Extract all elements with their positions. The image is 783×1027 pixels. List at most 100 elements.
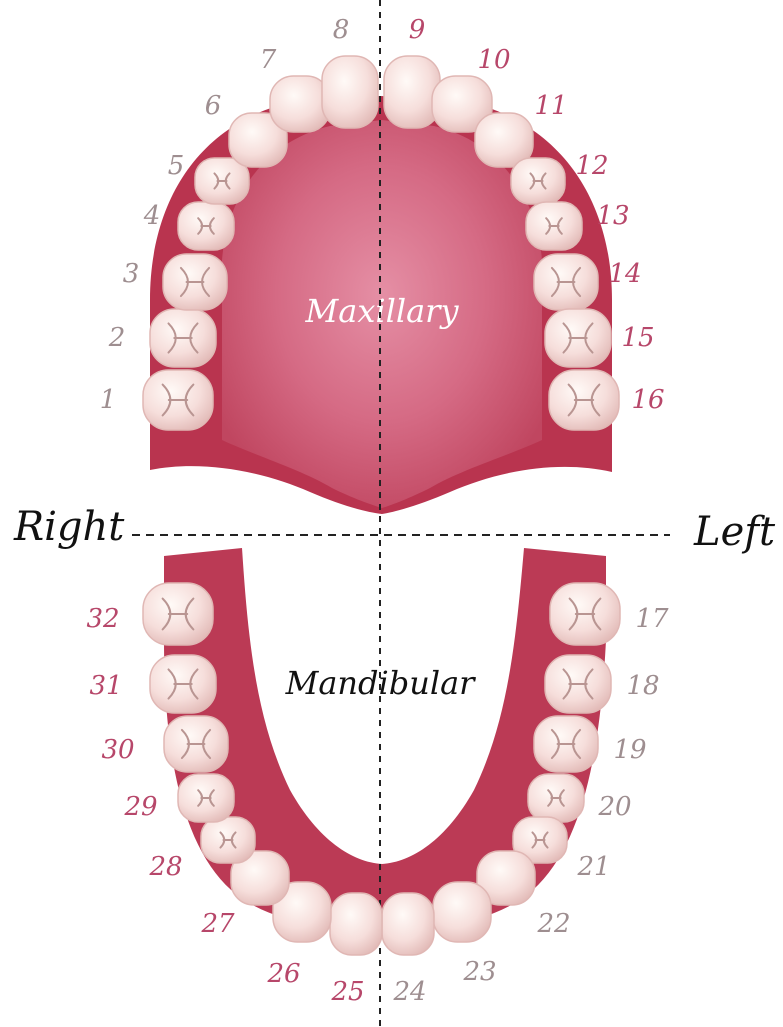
tooth-groove	[547, 789, 565, 807]
tooth-21	[512, 816, 568, 864]
tooth-number-9: 9	[409, 15, 426, 45]
tooth-28	[200, 816, 256, 864]
tooth-groove	[545, 217, 563, 235]
teeth	[142, 55, 621, 956]
tooth-groove	[567, 383, 601, 417]
tooth-number-16: 16	[631, 385, 664, 415]
tooth-number-25: 25	[330, 977, 364, 1007]
tooth-23	[432, 881, 492, 943]
incisor-icon	[432, 881, 492, 943]
tooth-29	[177, 773, 235, 823]
tooth-number-7: 7	[260, 45, 277, 75]
tooth-number-21: 21	[576, 852, 610, 882]
tooth-18	[544, 654, 612, 714]
maxillary-label: Maxillary	[304, 292, 459, 330]
tooth-3	[162, 253, 228, 311]
tooth-24	[381, 892, 435, 956]
tooth-number-1: 1	[100, 385, 117, 415]
tooth-number-12: 12	[575, 151, 608, 181]
mandibular-gum	[164, 548, 606, 930]
tooth-30	[163, 715, 229, 773]
tooth-number-4: 4	[143, 201, 161, 231]
tooth-number-2: 2	[108, 323, 126, 353]
tooth-groove	[197, 217, 215, 235]
tooth-22	[476, 850, 536, 906]
tooth-number-24: 24	[392, 977, 426, 1007]
tooth-11	[474, 112, 534, 168]
tooth-number-26: 26	[266, 959, 300, 989]
tooth-15	[544, 308, 612, 368]
incisor-icon	[272, 881, 332, 943]
incisor-icon	[329, 892, 383, 956]
tooth-13	[525, 201, 583, 251]
tooth-groove	[568, 597, 602, 631]
incisor-icon	[383, 55, 441, 129]
mandibular-label: Mandibular	[285, 664, 477, 702]
left-side-label: Left	[693, 509, 776, 555]
tooth-number-28: 28	[148, 852, 182, 882]
canine-icon	[476, 850, 536, 906]
incisor-icon	[269, 75, 331, 133]
tooth-groove	[197, 789, 215, 807]
tooth-5	[194, 157, 250, 205]
tooth-9	[383, 55, 441, 129]
tooth-number-5: 5	[168, 151, 185, 181]
tooth-groove	[180, 728, 212, 760]
tooth-groove	[562, 322, 594, 354]
tooth-groove	[161, 597, 195, 631]
tooth-number-32: 32	[86, 604, 119, 634]
tooth-groove	[219, 831, 237, 849]
tooth-groove	[550, 266, 582, 298]
tooth-number-15: 15	[621, 323, 654, 353]
tooth-groove	[550, 728, 582, 760]
tooth-groove	[167, 668, 199, 700]
tooth-19	[533, 715, 599, 773]
canine-icon	[474, 112, 534, 168]
tooth-groove	[161, 383, 195, 417]
tooth-number-17: 17	[635, 604, 669, 634]
tooth-number-11: 11	[534, 91, 567, 121]
tooth-number-14: 14	[608, 259, 641, 289]
tooth-number-22: 22	[536, 909, 570, 939]
tooth-groove	[562, 668, 594, 700]
tooth-number-30: 30	[101, 735, 134, 765]
tooth-groove	[213, 172, 231, 190]
tooth-number-10: 10	[477, 45, 510, 75]
tooth-7	[269, 75, 331, 133]
tooth-20	[527, 773, 585, 823]
right-side-label: Right	[13, 504, 125, 550]
maxillary-palate	[222, 120, 542, 508]
incisor-icon	[431, 75, 493, 133]
canine-icon	[230, 850, 290, 906]
tooth-number-19: 19	[613, 735, 646, 765]
tooth-groove	[529, 172, 547, 190]
tooth-31	[149, 654, 217, 714]
tooth-8	[321, 55, 379, 129]
tooth-number-20: 20	[597, 792, 631, 822]
tooth-groove	[531, 831, 549, 849]
tooth-number-13: 13	[596, 201, 629, 231]
tooth-16	[548, 369, 620, 431]
tooth-12	[510, 157, 566, 205]
tooth-10	[431, 75, 493, 133]
tooth-27	[230, 850, 290, 906]
tooth-6	[228, 112, 288, 168]
tooth-number-23: 23	[462, 957, 496, 987]
tooth-number-29: 29	[123, 792, 157, 822]
tooth-groove	[167, 322, 199, 354]
tooth-25	[329, 892, 383, 956]
tooth-17	[549, 582, 621, 646]
tooth-14	[533, 253, 599, 311]
canine-icon	[228, 112, 288, 168]
tooth-32	[142, 582, 214, 646]
tooth-number-31: 31	[89, 671, 122, 701]
tooth-number-27: 27	[200, 909, 235, 939]
incisor-icon	[321, 55, 379, 129]
tooth-1	[142, 369, 214, 431]
tooth-groove	[179, 266, 211, 298]
tooth-number-6: 6	[205, 91, 222, 121]
tooth-2	[149, 308, 217, 368]
incisor-icon	[381, 892, 435, 956]
